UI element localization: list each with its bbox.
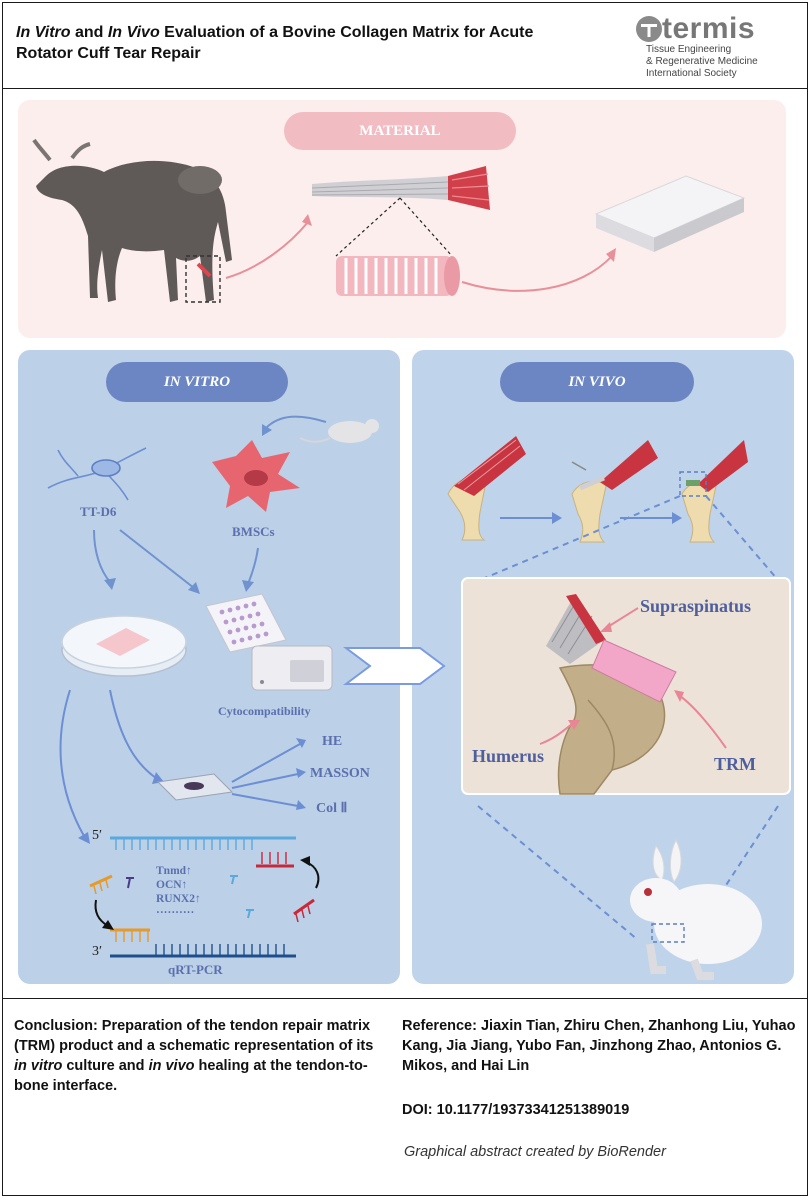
shoulder-step3-icon bbox=[679, 440, 748, 543]
supraspinatus-muscle-icon bbox=[546, 594, 606, 664]
in-vitro-pill: IN VITRO bbox=[106, 362, 288, 402]
biorender-credit: Graphical abstract created by BioRender bbox=[404, 1144, 666, 1160]
dna-strand-3-icon bbox=[110, 928, 296, 958]
tt-d6-label: TT-D6 bbox=[80, 504, 117, 519]
footer-divider bbox=[2, 998, 808, 999]
well-plate-icon bbox=[205, 593, 287, 653]
humerus-label: Humerus bbox=[472, 746, 544, 766]
transition-chevron bbox=[343, 647, 446, 685]
gene-list: Tnmd↑ OCN↑ RUNX2↑ ·········· bbox=[156, 864, 201, 920]
supraspinatus-label: Supraspinatus bbox=[640, 596, 752, 616]
experiment-illustration bbox=[47, 415, 791, 980]
stain-col2-label: Col Ⅱ bbox=[316, 801, 348, 816]
header-divider bbox=[2, 88, 808, 89]
tendon-fiber-icon bbox=[311, 166, 490, 210]
qrt-pcr-label: qRT-PCR bbox=[168, 962, 223, 977]
primer-icon bbox=[89, 874, 315, 923]
logo-subtitle: Tissue Engineering & Regenerative Medici… bbox=[646, 44, 758, 79]
mouse-icon bbox=[299, 419, 379, 443]
stain-masson-label: MASSON bbox=[310, 766, 370, 781]
termis-logo: termis Tissue Engineering & Regenerative… bbox=[632, 12, 792, 84]
tt-d6-cell-icon bbox=[47, 447, 147, 501]
rabbit-icon bbox=[630, 838, 762, 980]
gene-item: Tnmd↑ bbox=[156, 865, 192, 877]
trm-label: TRM bbox=[714, 754, 756, 774]
bmsc-cell-icon bbox=[212, 440, 300, 512]
shoulder-step1-icon bbox=[447, 436, 526, 541]
footer: Conclusion: Preparation of the tendon re… bbox=[0, 998, 812, 1198]
conclusion-text: Conclusion: Preparation of the tendon re… bbox=[14, 1018, 374, 1094]
petri-dish-icon bbox=[61, 615, 187, 677]
five-prime-label: 5′ bbox=[92, 828, 103, 843]
cytocompatibility-label: Cytocompatibility bbox=[218, 704, 311, 718]
dna-strand-5-icon bbox=[110, 836, 296, 868]
material-pill: MATERIAL bbox=[284, 112, 516, 150]
termis-emblem-icon bbox=[636, 16, 662, 42]
material-illustration bbox=[32, 138, 746, 303]
stain-he-label: HE bbox=[322, 734, 343, 749]
gene-item: RUNX2↑ bbox=[156, 893, 201, 905]
three-prime-label: 3′ bbox=[92, 944, 103, 959]
gene-item: ·········· bbox=[156, 907, 195, 919]
plate-reader-icon bbox=[251, 645, 333, 691]
cow-icon bbox=[32, 138, 232, 303]
shoulder-step2-icon bbox=[571, 440, 658, 543]
bmsc-label: BMSCs bbox=[232, 524, 275, 539]
reference-text: Reference: Jiaxin Tian, Zhiru Chen, Zhan… bbox=[402, 1018, 796, 1074]
histology-slide-icon bbox=[156, 773, 234, 801]
trm-graft-icon bbox=[591, 639, 677, 703]
gene-item: OCN↑ bbox=[156, 879, 188, 891]
in-vivo-pill: IN VIVO bbox=[500, 362, 694, 402]
header: In Vitro and In Vivo Evaluation of a Bov… bbox=[0, 0, 812, 88]
doi-text: DOI: 10.1177/19373341251389019 bbox=[402, 1102, 630, 1118]
page-title: In Vitro and In Vivo Evaluation of a Bov… bbox=[16, 24, 534, 62]
collagen-fiber-icon bbox=[336, 256, 460, 296]
logo-wordmark: termis bbox=[662, 12, 756, 45]
collagen-sheet-icon bbox=[594, 175, 746, 252]
